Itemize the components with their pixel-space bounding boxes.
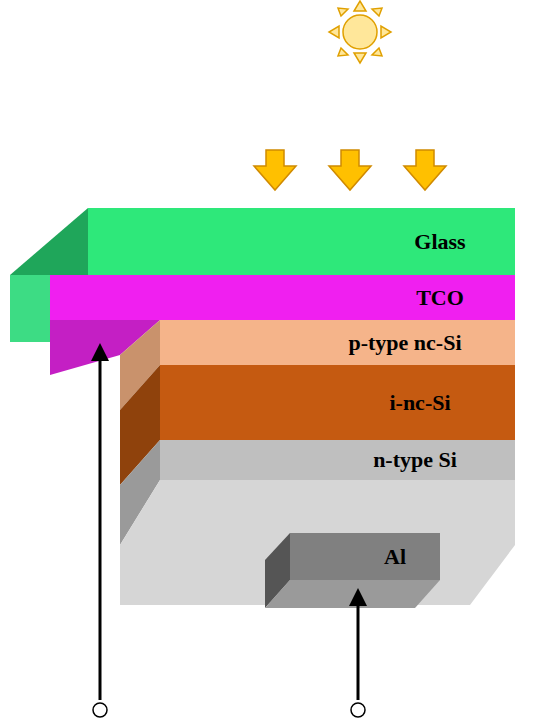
terminal (93, 703, 107, 717)
sun-icon (329, 1, 391, 63)
glass-edge (10, 275, 50, 342)
layer-label: p-type nc-Si (348, 332, 461, 354)
al-bottom (265, 580, 440, 608)
tco-layer: TCO (50, 275, 515, 320)
layer-label: Glass (414, 231, 465, 253)
light-arrows (254, 150, 446, 190)
terminal (351, 703, 365, 717)
n-layer: n-type Si (160, 440, 515, 480)
wire (99, 352, 102, 700)
layer-label: TCO (416, 287, 464, 309)
glass-side (10, 208, 88, 275)
glass-layer: Glass (88, 208, 515, 275)
layer-label: i-nc-Si (389, 392, 450, 414)
layer-label: Al (384, 546, 406, 568)
p-layer: p-type nc-Si (160, 320, 515, 365)
layer-label: n-type Si (373, 449, 457, 471)
al-contact: Al (290, 533, 440, 580)
i-layer: i-nc-Si (160, 365, 515, 440)
wire (357, 597, 360, 700)
